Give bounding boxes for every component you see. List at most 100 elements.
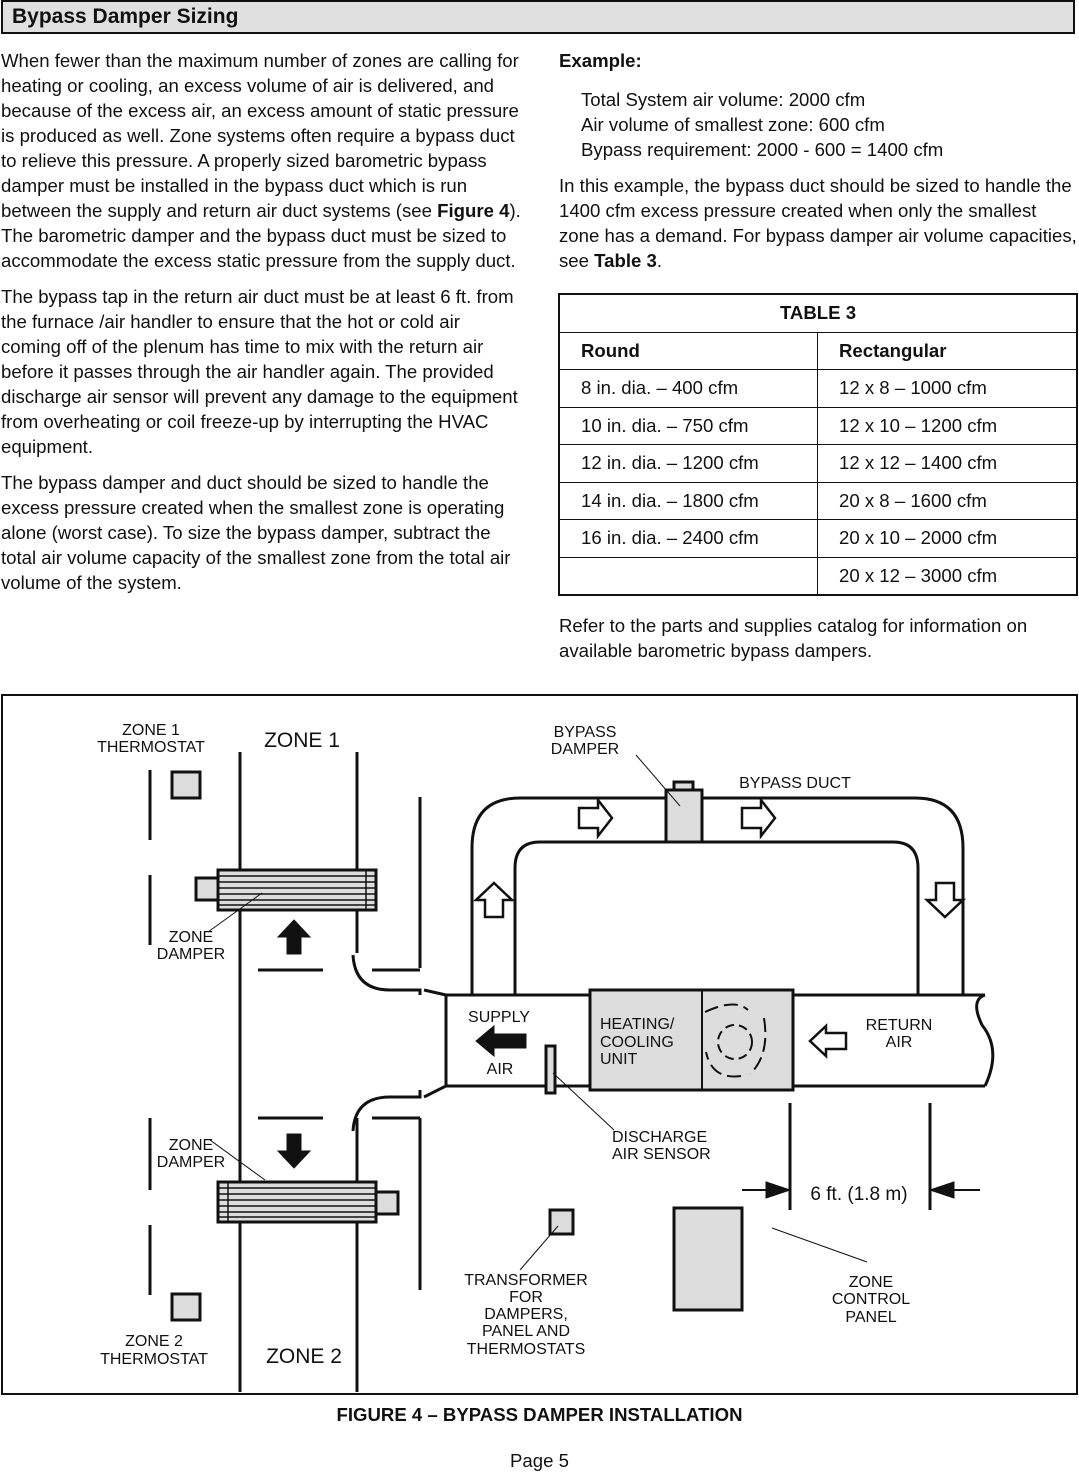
right-column: Example: Total System air volume: 2000 c… [559,48,1077,284]
example-paragraph-text-b: . [656,250,663,271]
return-air-arrow-icon [808,1023,848,1059]
table-reference: Table 3 [594,250,657,271]
zone-damper-1-label: DAMPER [157,946,225,963]
example-line-3: Bypass requirement: 2000 - 600 = 1400 cf… [581,139,944,160]
figure-reference: Figure 4 [437,200,510,221]
zone-2-thermostat-icon [170,1292,202,1322]
bypass-duct-outer [470,796,965,995]
figure-4-frame: ZONE 1 THERMOSTAT ZONE 1 BYPASS DAMPER B… [1,694,1078,1395]
table-title: TABLE 3 [559,293,1077,332]
transformer-label: TRANSFORMER [464,1272,588,1289]
column-header-rectangular: Rectangular [817,331,1077,370]
discharge-air-sensor [544,1044,557,1095]
leader-line [771,1227,868,1263]
transformer-label: THERMOSTATS [467,1341,586,1358]
bypass-arrow-right-icon [740,796,777,840]
supply-air-label: AIR [487,1061,514,1078]
section-header: Bypass Damper Sizing [1,0,1075,34]
section-title: Bypass Damper Sizing [12,5,239,28]
table-cell [559,556,818,595]
transformer-label: DAMPERS, [484,1306,568,1323]
bypass-arrow-right-icon [577,796,614,840]
example-heading: Example: [559,50,642,71]
heating-cooling-unit [588,988,795,1092]
unit-label: UNIT [600,1051,638,1068]
distance-label: 6 ft. (1.8 m) [810,1184,907,1205]
column-header-round: Round [559,331,818,370]
zone-damper-2-label: DAMPER [157,1154,225,1171]
table-cell: 10 in. dia. – 750 cfm [559,406,818,445]
zone-1-thermostat-label: ZONE 1 [122,722,180,739]
zone-1-thermostat-label: THERMOSTAT [97,739,205,756]
table-cell: 14 in. dia. – 1800 cfm [559,481,818,520]
transformer-label: PANEL AND [482,1323,570,1340]
supply-plenum-curve [351,1090,422,1132]
table-cell: 12 x 10 – 1200 cfm [817,406,1077,445]
bypass-arrow-down-icon [923,881,967,919]
table-3: TABLE 3 Round Rectangular 8 in. dia. – 4… [558,293,1078,596]
transformer-label: FOR [509,1289,543,1306]
zone-control-panel [672,1206,744,1312]
discharge-sensor-label: AIR SENSOR [612,1146,711,1163]
example-line-2: Air volume of smallest zone: 600 cfm [581,114,885,135]
paragraph-3: The bypass damper and duct should be siz… [1,472,511,593]
figure-caption: FIGURE 4 – BYPASS DAMPER INSTALLATION [336,1404,743,1425]
dimension-arrow-icon [928,1181,955,1199]
supply-plenum-curve [351,954,422,995]
example-paragraph-text-a: In this example, the bypass duct should … [559,175,1077,271]
table-row: 20 x 12 – 3000 cfm [559,556,1077,595]
table-cell: 12 in. dia. – 1200 cfm [559,444,818,482]
bypass-damper-label: DAMPER [551,741,619,758]
return-air-label: AIR [886,1034,913,1051]
fan-icon [701,990,767,1090]
bypass-arrow-up-icon [472,881,516,919]
zone-1-label: ZONE 1 [264,729,340,752]
leader-line [519,1225,559,1271]
paragraph-1-text-a: When fewer than the maximum number of zo… [1,50,519,221]
bypass-duct-label: BYPASS DUCT [739,775,851,792]
zone-control-panel-label: ZONE [849,1274,893,1291]
paragraph-2: The bypass tap in the return air duct mu… [1,286,518,457]
page-number: Page 5 [510,1450,569,1471]
supply-duct-end [423,988,448,1099]
supply-air-arrow-icon [475,1024,527,1058]
figure-4-diagram: ZONE 1 THERMOSTAT ZONE 1 BYPASS DAMPER B… [97,722,995,1392]
dimension-arrow-icon [765,1181,792,1199]
paragraph-1: When fewer than the maximum number of zo… [1,48,521,273]
zone-2-airflow-arrow-icon [276,1133,312,1169]
paragraph-1-text-b: ). The barometric damper and the bypass … [1,200,521,271]
leader-line [207,892,263,933]
transformer-icon [548,1208,575,1236]
return-air-label: RETURN [866,1017,933,1034]
zone-damper-1-actuator [194,876,220,902]
zone-1-airflow-arrow-icon [276,919,312,955]
zone-control-panel-label: CONTROL [832,1291,910,1308]
zone-2-label: ZONE 2 [266,1345,342,1368]
table-cell: 20 x 10 – 2000 cfm [817,519,1077,557]
leader-line [209,1139,266,1181]
zone-1-thermostat-icon [170,770,202,800]
table-cell: 12 x 12 – 1400 cfm [817,444,1077,482]
zone-damper-2-label: ZONE [169,1137,213,1154]
left-column: When fewer than the maximum number of zo… [1,48,521,606]
table-cell: 8 in. dia. – 400 cfm [559,369,818,407]
return-duct-end [975,993,995,1087]
leader-line [635,754,681,807]
table-cell: 16 in. dia. – 2400 cfm [559,519,818,557]
table-cell: 20 x 8 – 1600 cfm [817,481,1077,520]
supply-label: SUPPLY [468,1009,530,1026]
example-line-1: Total System air volume: 2000 cfm [581,89,866,110]
zone-damper-1-label: ZONE [169,929,213,946]
bypass-damper [664,788,704,844]
zone-2-thermostat-label: ZONE 2 [125,1333,183,1350]
zone-control-panel-label: PANEL [845,1309,896,1326]
bypass-damper-label: BYPASS [554,724,617,741]
zone-2-thermostat-label: THERMOSTAT [100,1351,208,1368]
refer-paragraph: Refer to the parts and supplies catalog … [559,615,1028,661]
table-cell: 12 x 8 – 1000 cfm [817,369,1077,407]
zone-damper-2-actuator [374,1190,400,1216]
